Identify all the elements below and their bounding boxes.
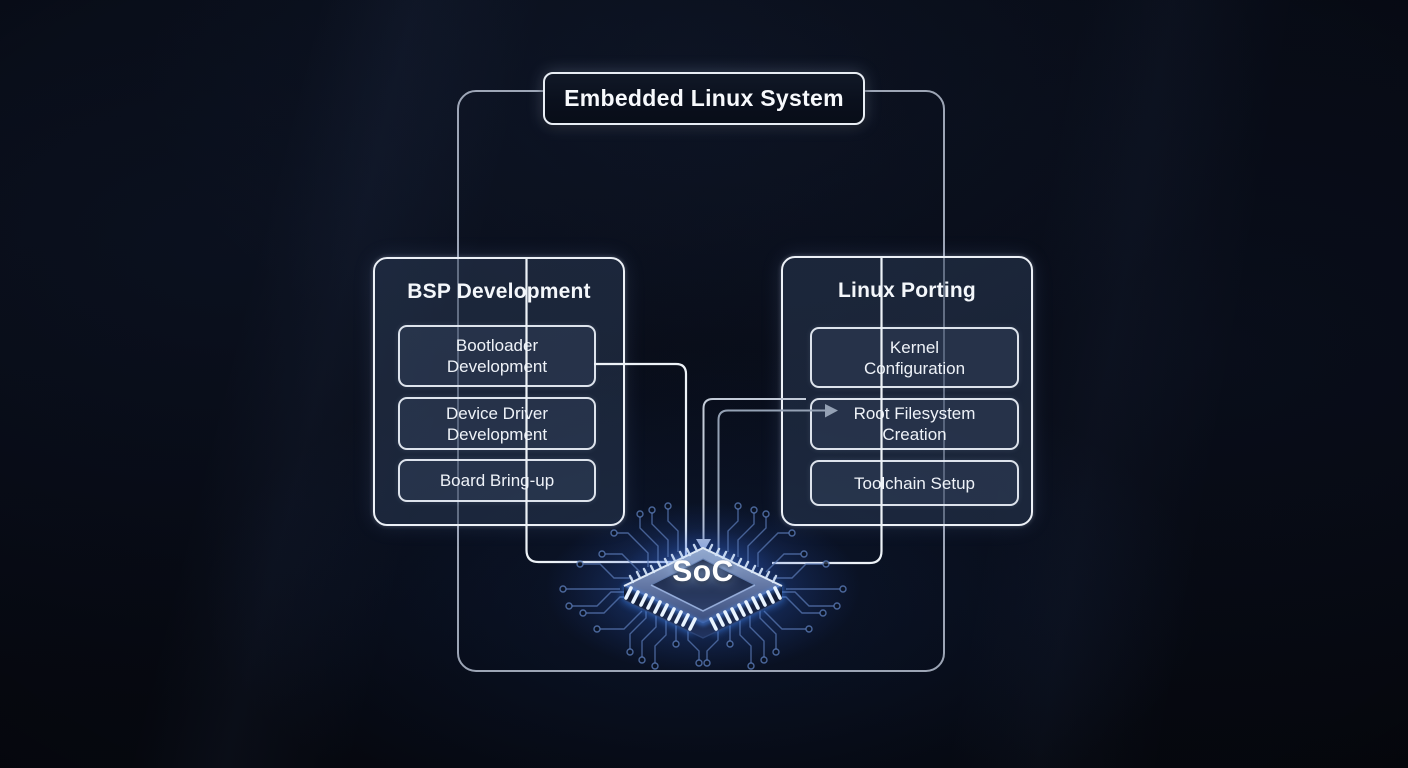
soc-label: SoC bbox=[672, 555, 734, 588]
arrowhead-right-icon bbox=[825, 404, 838, 418]
